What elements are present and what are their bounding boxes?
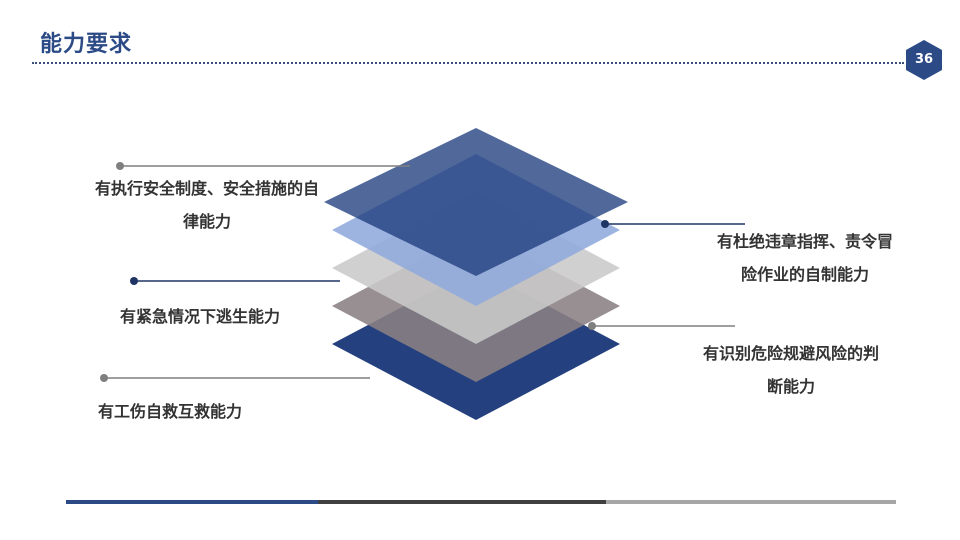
callout-left-1-line1: 有执行安全制度、安全措施的自 bbox=[94, 179, 319, 198]
callout-right-2-line2: 断能力 bbox=[766, 377, 815, 396]
callout-right-2-line1: 有识别危险规避风险的判 bbox=[702, 344, 879, 363]
footer-bar-dark bbox=[318, 500, 606, 504]
footer-bar-gray bbox=[606, 500, 896, 504]
callout-left-2: 有紧急情况下逃生能力 bbox=[119, 307, 280, 326]
callout-right-1-line1: 有杜绝违章指挥、责令冒 bbox=[716, 232, 893, 251]
callout-right-1-line2: 险作业的自制能力 bbox=[740, 265, 869, 284]
callout-right-1: 有杜绝违章指挥、责令冒 险作业的自制能力 bbox=[690, 225, 920, 291]
callout-left-1: 有执行安全制度、安全措施的自 律能力 bbox=[64, 172, 350, 238]
page-title: 能力要求 bbox=[40, 32, 133, 57]
hexagon-badge-shape bbox=[906, 40, 942, 80]
footer-bar-navy bbox=[66, 500, 318, 504]
callout-left-3: 有工伤自救互救能力 bbox=[97, 402, 242, 421]
layer-top bbox=[324, 128, 628, 276]
page-number-badge: 36 bbox=[902, 38, 946, 82]
page-number: 36 bbox=[914, 52, 934, 67]
title-divider bbox=[32, 62, 904, 64]
callout-left-1-line2: 律能力 bbox=[182, 212, 231, 231]
callout-right-2: 有识别危险规避风险的判 断能力 bbox=[676, 337, 906, 403]
